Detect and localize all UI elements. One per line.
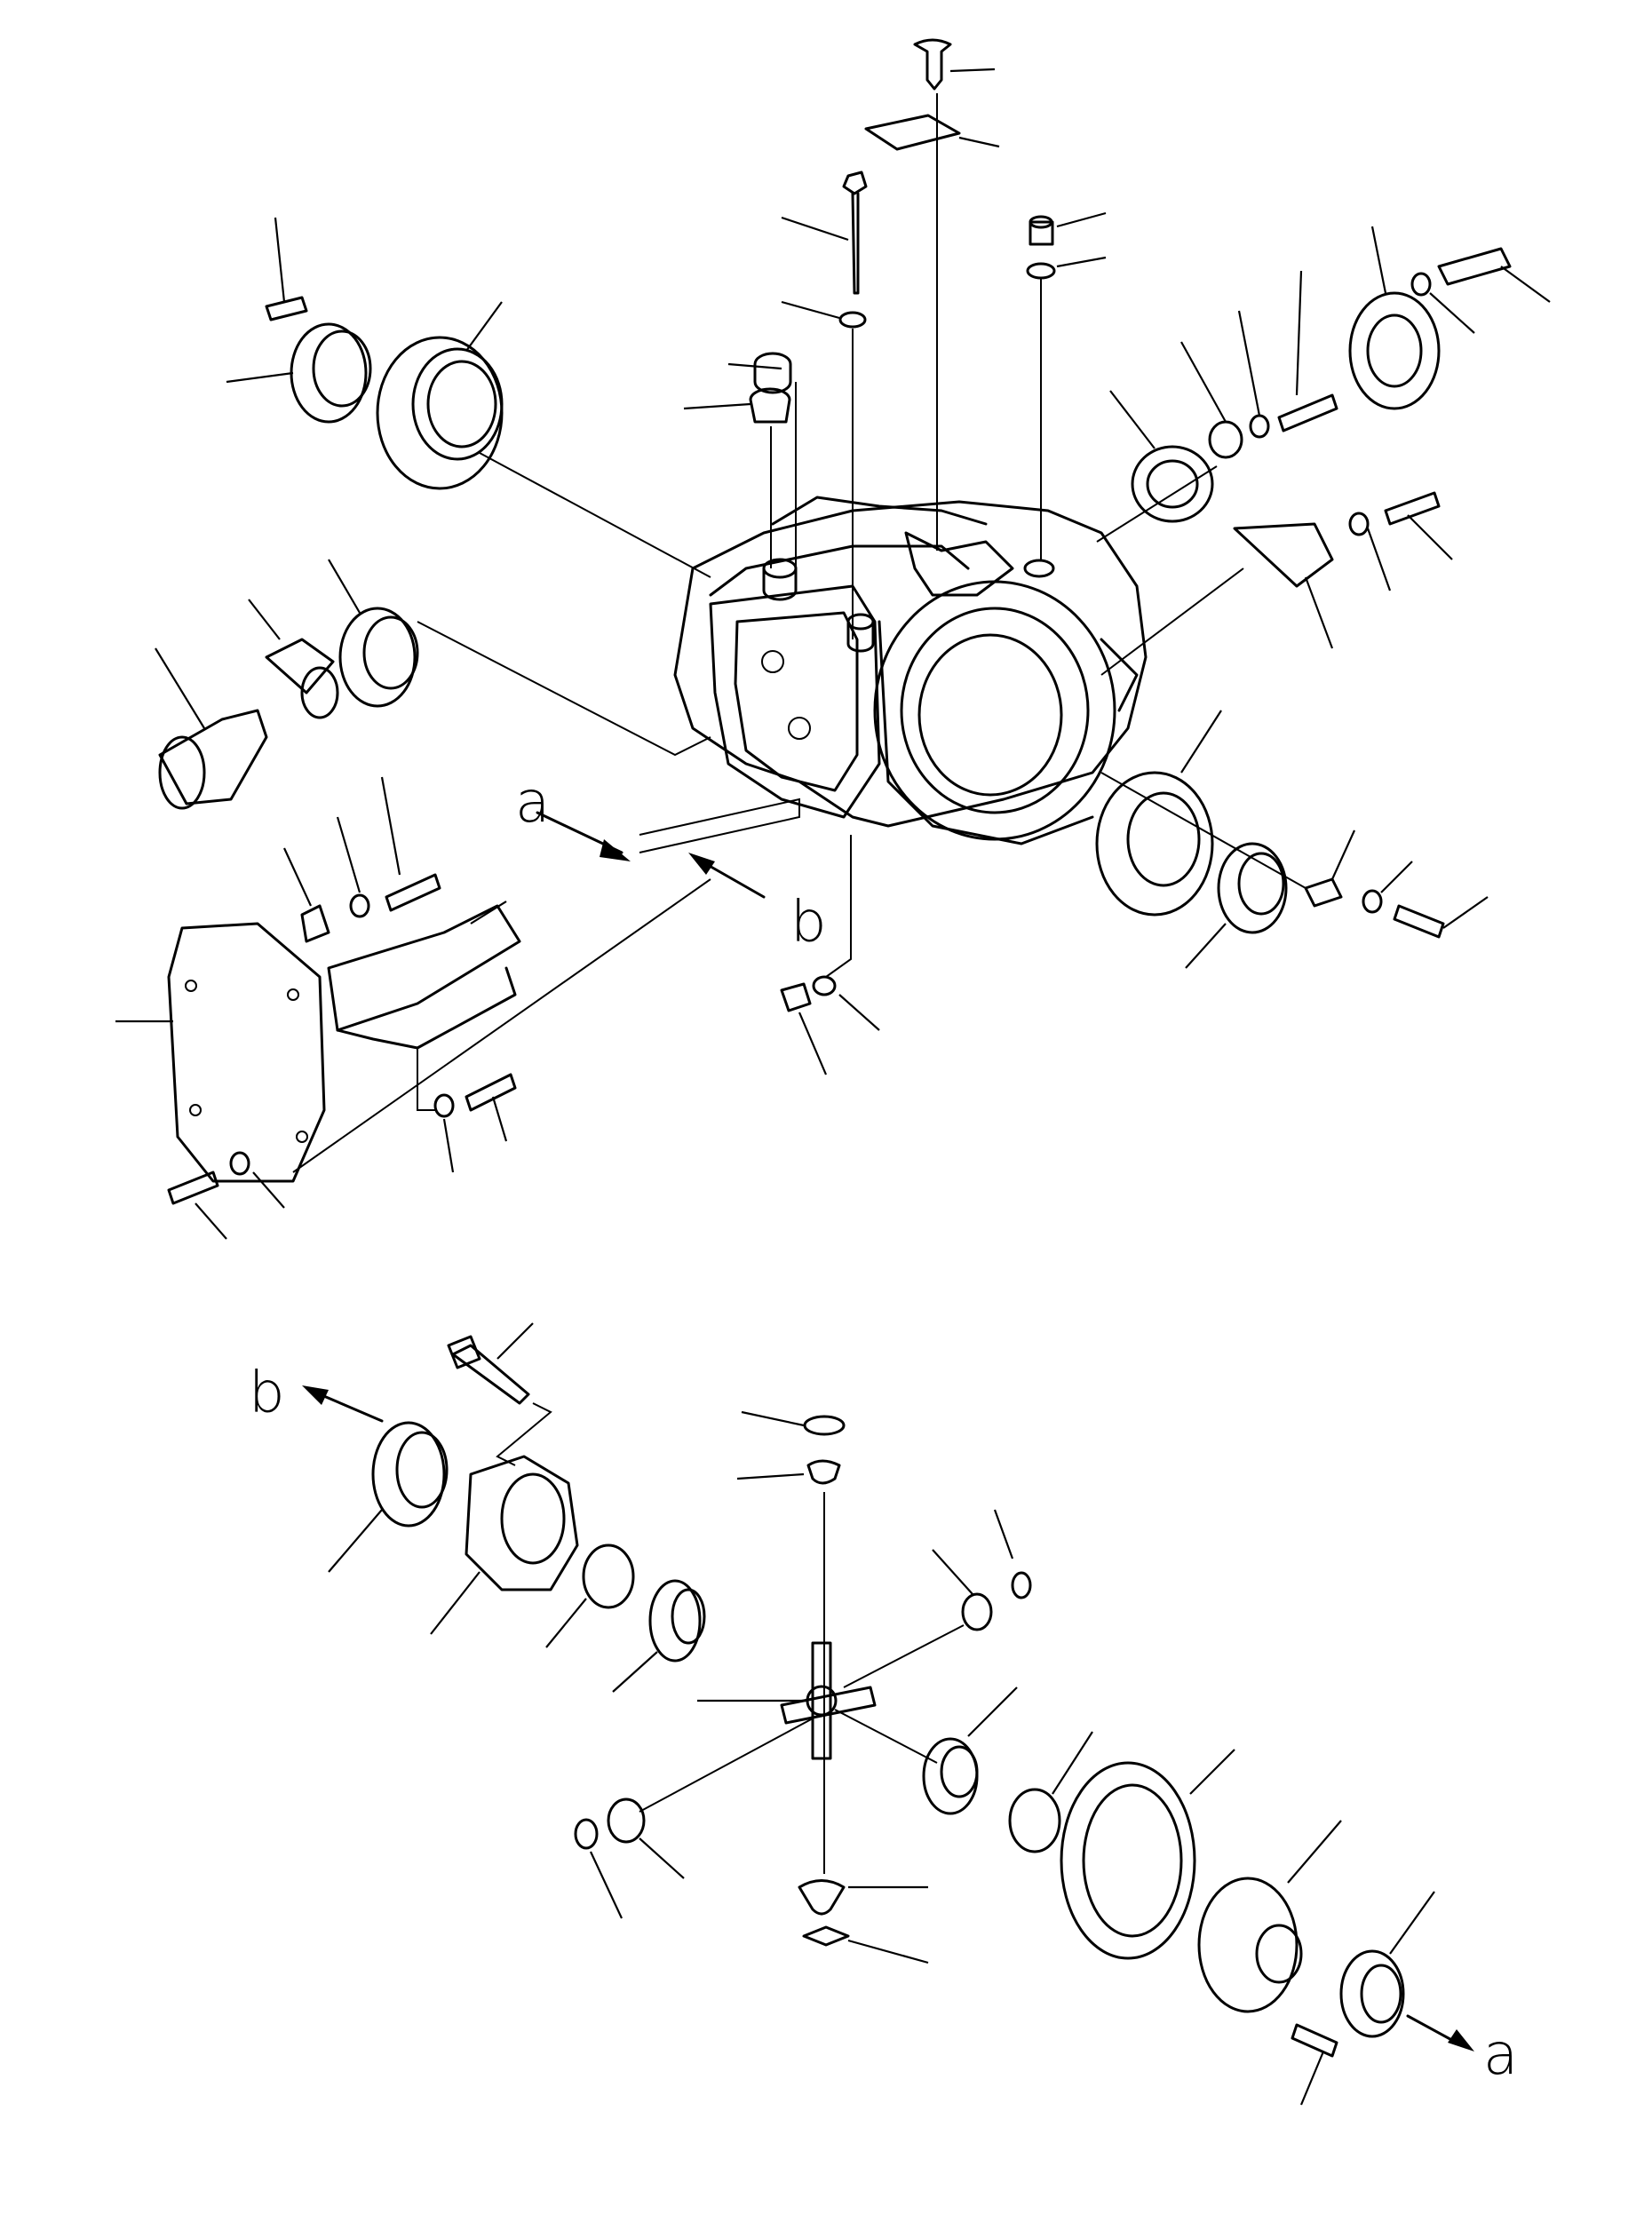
breather-group	[683, 38, 1107, 639]
differential-assembly	[328, 1322, 1435, 2106]
cover-plate-group	[115, 776, 711, 1240]
view-letter-b: b	[790, 890, 827, 956]
right-cover-group	[1096, 226, 1551, 676]
view-arrows-lower: b a	[249, 1361, 1518, 2088]
drain-plug-group	[780, 835, 880, 1075]
view-letter-a-lower: a	[1483, 2022, 1518, 2088]
view-letter-b-lower: b	[249, 1361, 285, 1426]
left-bearing-group	[226, 217, 711, 578]
pinion-group	[155, 559, 711, 810]
view-letter-a: a	[515, 770, 550, 836]
lower-right-bearing-group	[1095, 710, 1489, 969]
axle-housing	[673, 496, 1148, 845]
view-arrows-upper: a b	[515, 770, 827, 956]
